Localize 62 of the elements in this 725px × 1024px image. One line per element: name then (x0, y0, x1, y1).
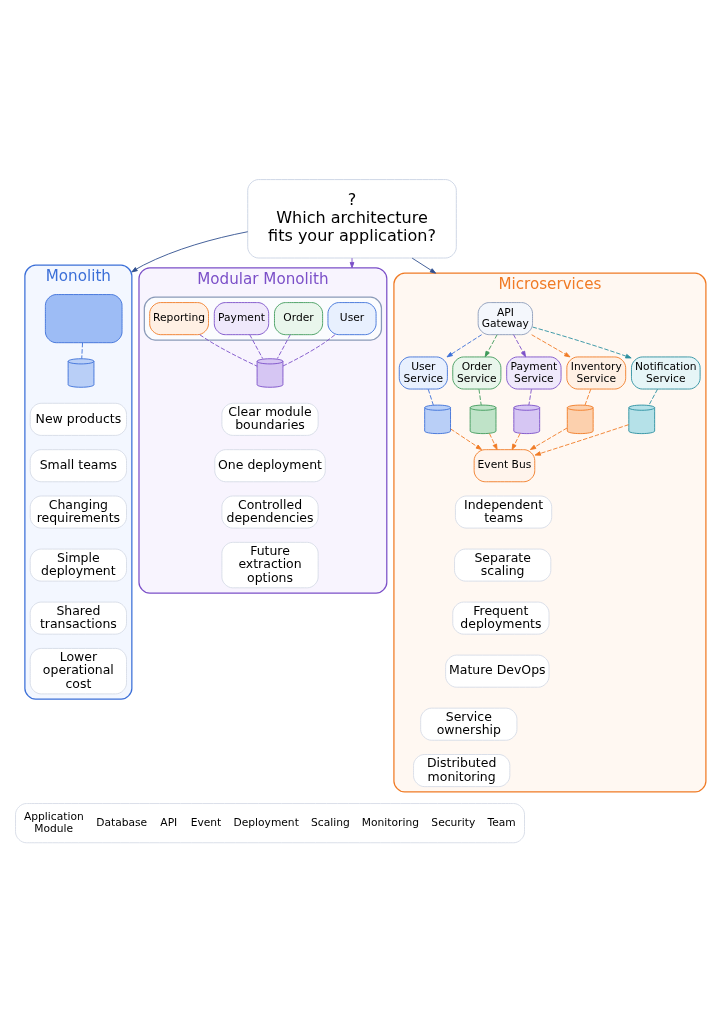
node-box: API Gateway (477, 301, 533, 335)
arrow (131, 230, 249, 272)
arrow (446, 333, 483, 357)
node-box: Changing requirements (29, 495, 127, 529)
node-box: Mature DevOps (445, 654, 550, 688)
node-box (44, 293, 123, 343)
legend-label: Event (190, 815, 222, 829)
node-box: Future extraction options (221, 541, 319, 588)
connector (199, 333, 258, 367)
node-box: Clear module boundaries (221, 402, 319, 436)
legend-label: Application Module (23, 809, 84, 835)
node-box: User (327, 301, 377, 335)
connector (282, 333, 336, 366)
connector (81, 341, 83, 359)
connector (584, 388, 592, 405)
node-box: Shared transactions (29, 601, 127, 635)
legend-label: Database (96, 815, 148, 829)
arrow (484, 333, 498, 357)
node-box: Payment Service (506, 356, 562, 389)
arrow (529, 427, 568, 450)
arrow (489, 432, 498, 450)
node-box: Controlled dependencies (221, 495, 319, 529)
legend-label: Scaling (311, 815, 350, 829)
node-box: One deployment (214, 448, 326, 482)
node-box: Notification Service (631, 356, 701, 389)
node-box: Frequent deployments (452, 601, 550, 635)
legend-label: API (160, 815, 178, 829)
node-box: Small teams (29, 448, 127, 482)
node-box: Inventory Service (566, 356, 627, 389)
node-box: Event Bus (473, 448, 536, 482)
node-box: Separate scaling (454, 548, 552, 582)
connector (648, 388, 658, 405)
legend-label: Team (487, 815, 516, 829)
connector (478, 388, 482, 405)
connector (249, 333, 264, 359)
node-box: Reporting (149, 301, 209, 335)
arrow (450, 428, 482, 450)
arrow (532, 326, 632, 358)
node-box: Order (274, 301, 324, 335)
node-box: Lower operational cost (29, 647, 127, 694)
node-box: User Service (398, 356, 448, 389)
cluster (143, 296, 383, 341)
arrow (534, 423, 630, 456)
arrow (531, 333, 571, 357)
connector (427, 388, 434, 405)
node-box: Distributed monitoring (413, 753, 511, 787)
arrow (511, 432, 521, 450)
legend-label: Security (431, 815, 476, 829)
node-box: ? Which architecture fits your application? (247, 178, 457, 258)
connector (276, 333, 291, 359)
connector (528, 388, 532, 405)
node-box: Service ownership (420, 707, 518, 741)
node-box: New products (29, 402, 127, 436)
arrow (513, 333, 526, 357)
node-box: Order Service (452, 356, 502, 389)
legend-label: Deployment (233, 815, 299, 829)
legend-label: Monitoring (361, 815, 419, 829)
node-box: Payment (213, 301, 270, 335)
arrow (411, 257, 437, 274)
arrow (349, 257, 355, 268)
node-box: Simple deployment (29, 548, 127, 582)
node-box: Independent teams (455, 495, 553, 529)
